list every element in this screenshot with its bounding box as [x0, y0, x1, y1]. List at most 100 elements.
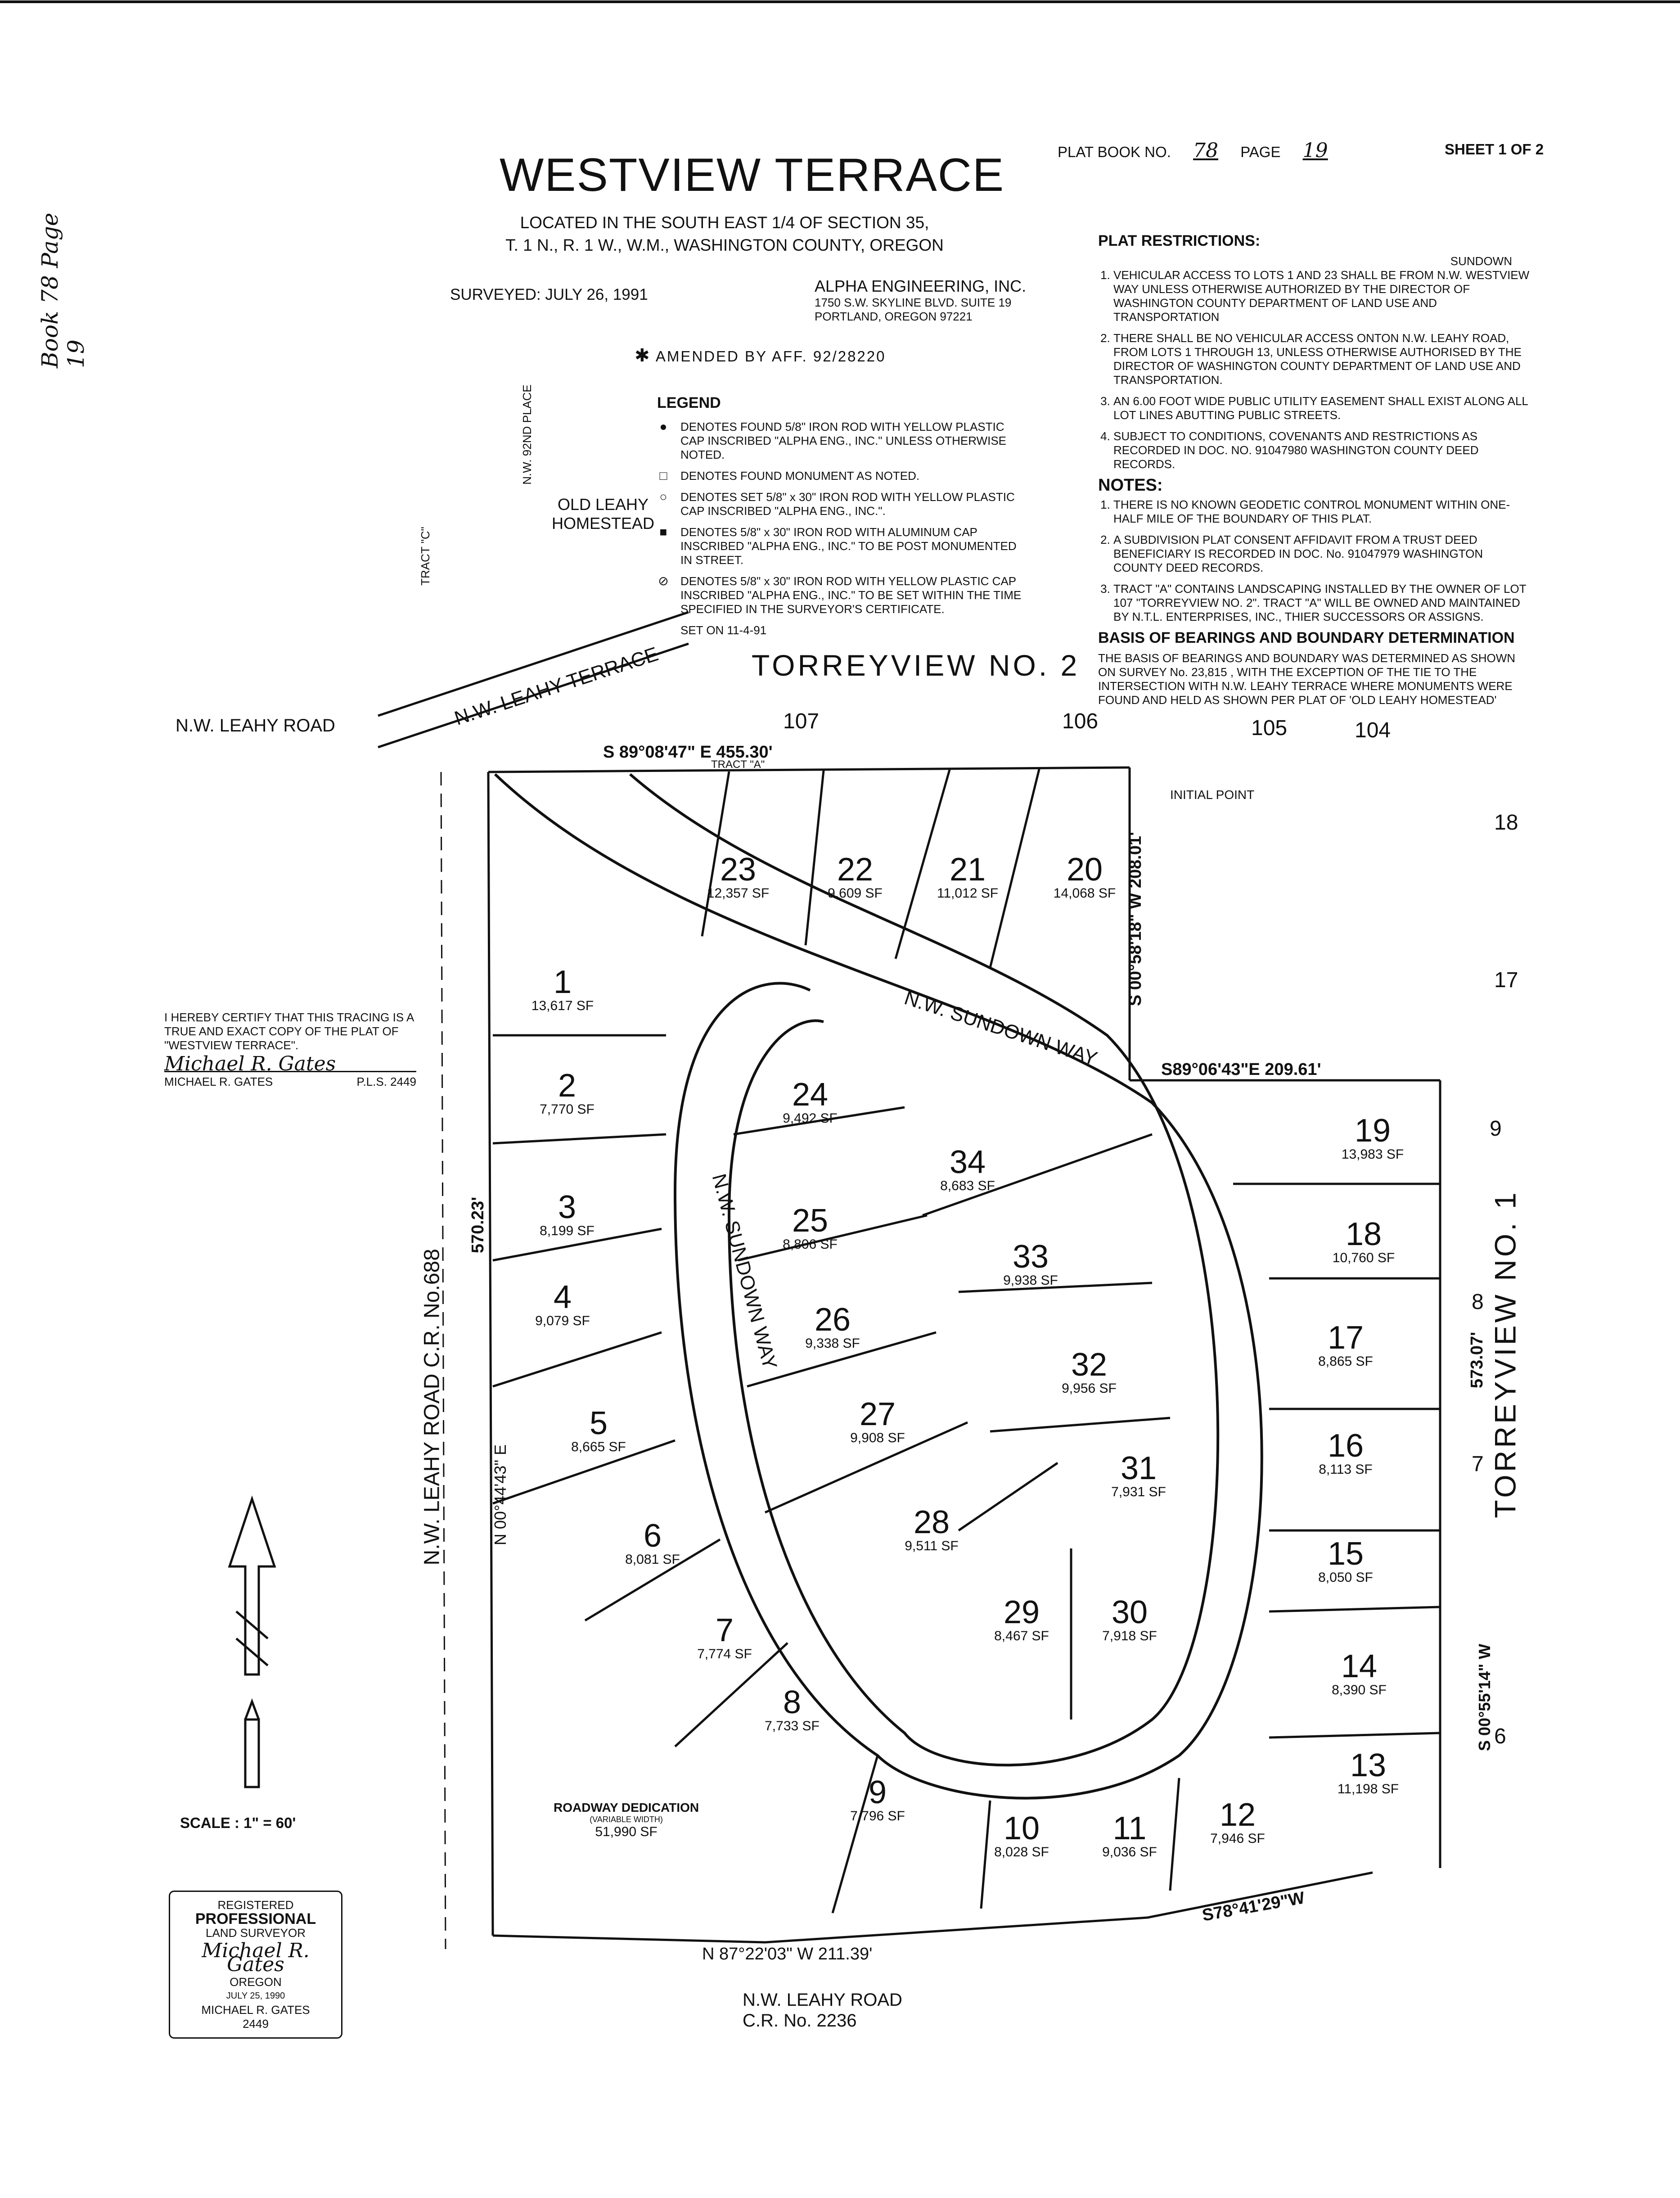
street-label-leahy-road-south: N.W. LEAHY ROAD C.R. No. 2236	[743, 1990, 902, 2031]
firm-name: ALPHA ENGINEERING, INC.	[815, 277, 1027, 295]
certification-signer: MICHAEL R. GATES P.L.S. 2449	[164, 1075, 416, 1088]
to-be-set-rod-icon: ⊘	[658, 574, 669, 588]
restriction-item: THERE SHALL BE NO VEHICULAR ACCESS ONTON…	[1113, 331, 1530, 387]
certification-block: I HEREBY CERTIFY THAT THIS TRACING IS A …	[164, 1011, 416, 1089]
note-item: A SUBDIVISION PLAT CONSENT AFFIDAVIT FRO…	[1113, 533, 1530, 575]
firm-address-2: PORTLAND, OREGON 97221	[815, 310, 973, 323]
adjacent-lot: 18	[1494, 811, 1518, 835]
boundary-mid: S89°06'43"E 209.61'	[1161, 1060, 1321, 1079]
boundary-west-length: 570.23'	[468, 1196, 488, 1254]
boundary-south: N 87°22'03" W 211.39'	[702, 1945, 873, 1963]
restriction-item: VEHICULAR ACCESS TO LOTS 1 AND 23 SHALL …	[1113, 268, 1530, 324]
roadway-dedication-sub: (VARIABLE WIDTH)	[590, 1815, 663, 1824]
adjacent-lot: 8	[1472, 1290, 1484, 1314]
adjacent-lot: 9	[1490, 1117, 1502, 1141]
adjacent-lot: 105	[1251, 716, 1288, 740]
restriction-insert-word: SUNDOWN	[1450, 254, 1512, 268]
survey-date: SURVEYED: JULY 26, 1991	[450, 286, 648, 303]
restriction-item: AN 6.00 FOOT WIDE PUBLIC UTILITY EASEMEN…	[1113, 394, 1530, 422]
location-line-2: T. 1 N., R. 1 W., W.M., WASHINGTON COUNT…	[505, 236, 944, 254]
boundary-east-upper: S 00°58'18" W 208.01'	[1126, 831, 1145, 1006]
adjacent-lot: 107	[783, 709, 820, 733]
roadway-dedication-area: 51,990 SF	[595, 1824, 658, 1839]
roadway-dedication: ROADWAY DEDICATION (VARIABLE WIDTH) 51,9…	[554, 1801, 699, 1840]
location-line-1: LOCATED IN THE SOUTH EAST 1/4 OF SECTION…	[520, 213, 929, 232]
roadway-dedication-label: ROADWAY DEDICATION	[554, 1801, 699, 1814]
adjacent-lot: 7	[1472, 1452, 1484, 1476]
legend-item: ■DENOTES 5/8" x 30" IRON ROD WITH ALUMIN…	[657, 525, 1026, 567]
north-arrow-icon	[228, 1495, 276, 1788]
asterisk-icon: ✱	[635, 346, 651, 366]
adjacent-lot: 6	[1494, 1724, 1506, 1748]
plat-location: LOCATED IN THE SOUTH EAST 1/4 OF SECTION…	[473, 212, 977, 257]
boundary-east-length: 573.07'	[1468, 1331, 1487, 1389]
basis-text: THE BASIS OF BEARINGS AND BOUNDARY WAS D…	[1098, 651, 1516, 707]
page-label: PAGE	[1240, 144, 1281, 160]
adjacent-lot: 104	[1355, 718, 1391, 742]
margin-annotation: Book 78 Page 19	[37, 212, 89, 368]
plat-title: WESTVIEW TERRACE	[500, 149, 1005, 201]
surveyor-stamp: REGISTERED PROFESSIONAL LAND SURVEYOR Mi…	[169, 1891, 342, 2039]
certification-signature: Michael R. Gates	[164, 1054, 416, 1074]
note-item: TRACT "A" CONTAINS LANDSCAPING INSTALLED…	[1113, 582, 1530, 624]
street-label-leahy-road: N.W. LEAHY ROAD	[176, 716, 335, 736]
label-tract-a: TRACT "A"	[711, 758, 765, 771]
amendment-text: AMENDED BY AFF. 92/28220	[655, 348, 886, 365]
restriction-item: SUBJECT TO CONDITIONS, COVENANTS AND RES…	[1113, 429, 1530, 471]
street-label-92nd-place: N.W. 92ND PLACE	[520, 384, 534, 485]
boundary-top: S 89°08'47" E 455.30'	[603, 743, 773, 762]
legend-item: ⊘DENOTES 5/8" x 30" IRON ROD WITH YELLOW…	[657, 574, 1026, 616]
adjacent-lot: 106	[1062, 709, 1099, 733]
adjacent-lot: 17	[1494, 968, 1518, 992]
amendment-note: ✱ AMENDED BY AFF. 92/28220	[635, 347, 886, 366]
set-rod-icon: ○	[659, 490, 667, 504]
boundary-west-bearing: N 00°44'43" E	[491, 1444, 510, 1546]
note-item: THERE IS NO KNOWN GEODETIC CONTROL MONUM…	[1113, 498, 1530, 526]
plat-book-label: PLAT BOOK NO.	[1058, 144, 1171, 160]
legend-item: SET ON 11-4-91	[680, 623, 767, 637]
label-initial-point: INITIAL POINT	[1170, 788, 1255, 802]
firm-address-1: 1750 S.W. SKYLINE BLVD. SUITE 19	[815, 296, 1012, 309]
subdivision-label-torreyview-1: TORREYVIEW NO. 1	[1488, 1190, 1522, 1518]
plat-restrictions-title: PLAT RESTRICTIONS:	[1098, 232, 1261, 249]
sheet-number: SHEET 1 OF 2	[1445, 141, 1544, 158]
firm-block: ALPHA ENGINEERING, INC. 1750 S.W. SKYLIN…	[815, 277, 1026, 324]
legend-title: LEGEND	[657, 394, 721, 411]
notes-title: NOTES:	[1098, 476, 1163, 495]
subdivision-label-torreyview-2: TORREYVIEW NO. 2	[752, 649, 1080, 682]
legend-item: □DENOTES FOUND MONUMENT AS NOTED.	[657, 469, 1026, 483]
legend-item: ○DENOTES SET 5/8" x 30" IRON ROD WITH YE…	[657, 490, 1026, 518]
certification-text: I HEREBY CERTIFY THAT THIS TRACING IS A …	[164, 1011, 414, 1052]
street-label-leahy-road-cr688: N.W. LEAHY ROAD C.R. No.688	[420, 1249, 444, 1566]
